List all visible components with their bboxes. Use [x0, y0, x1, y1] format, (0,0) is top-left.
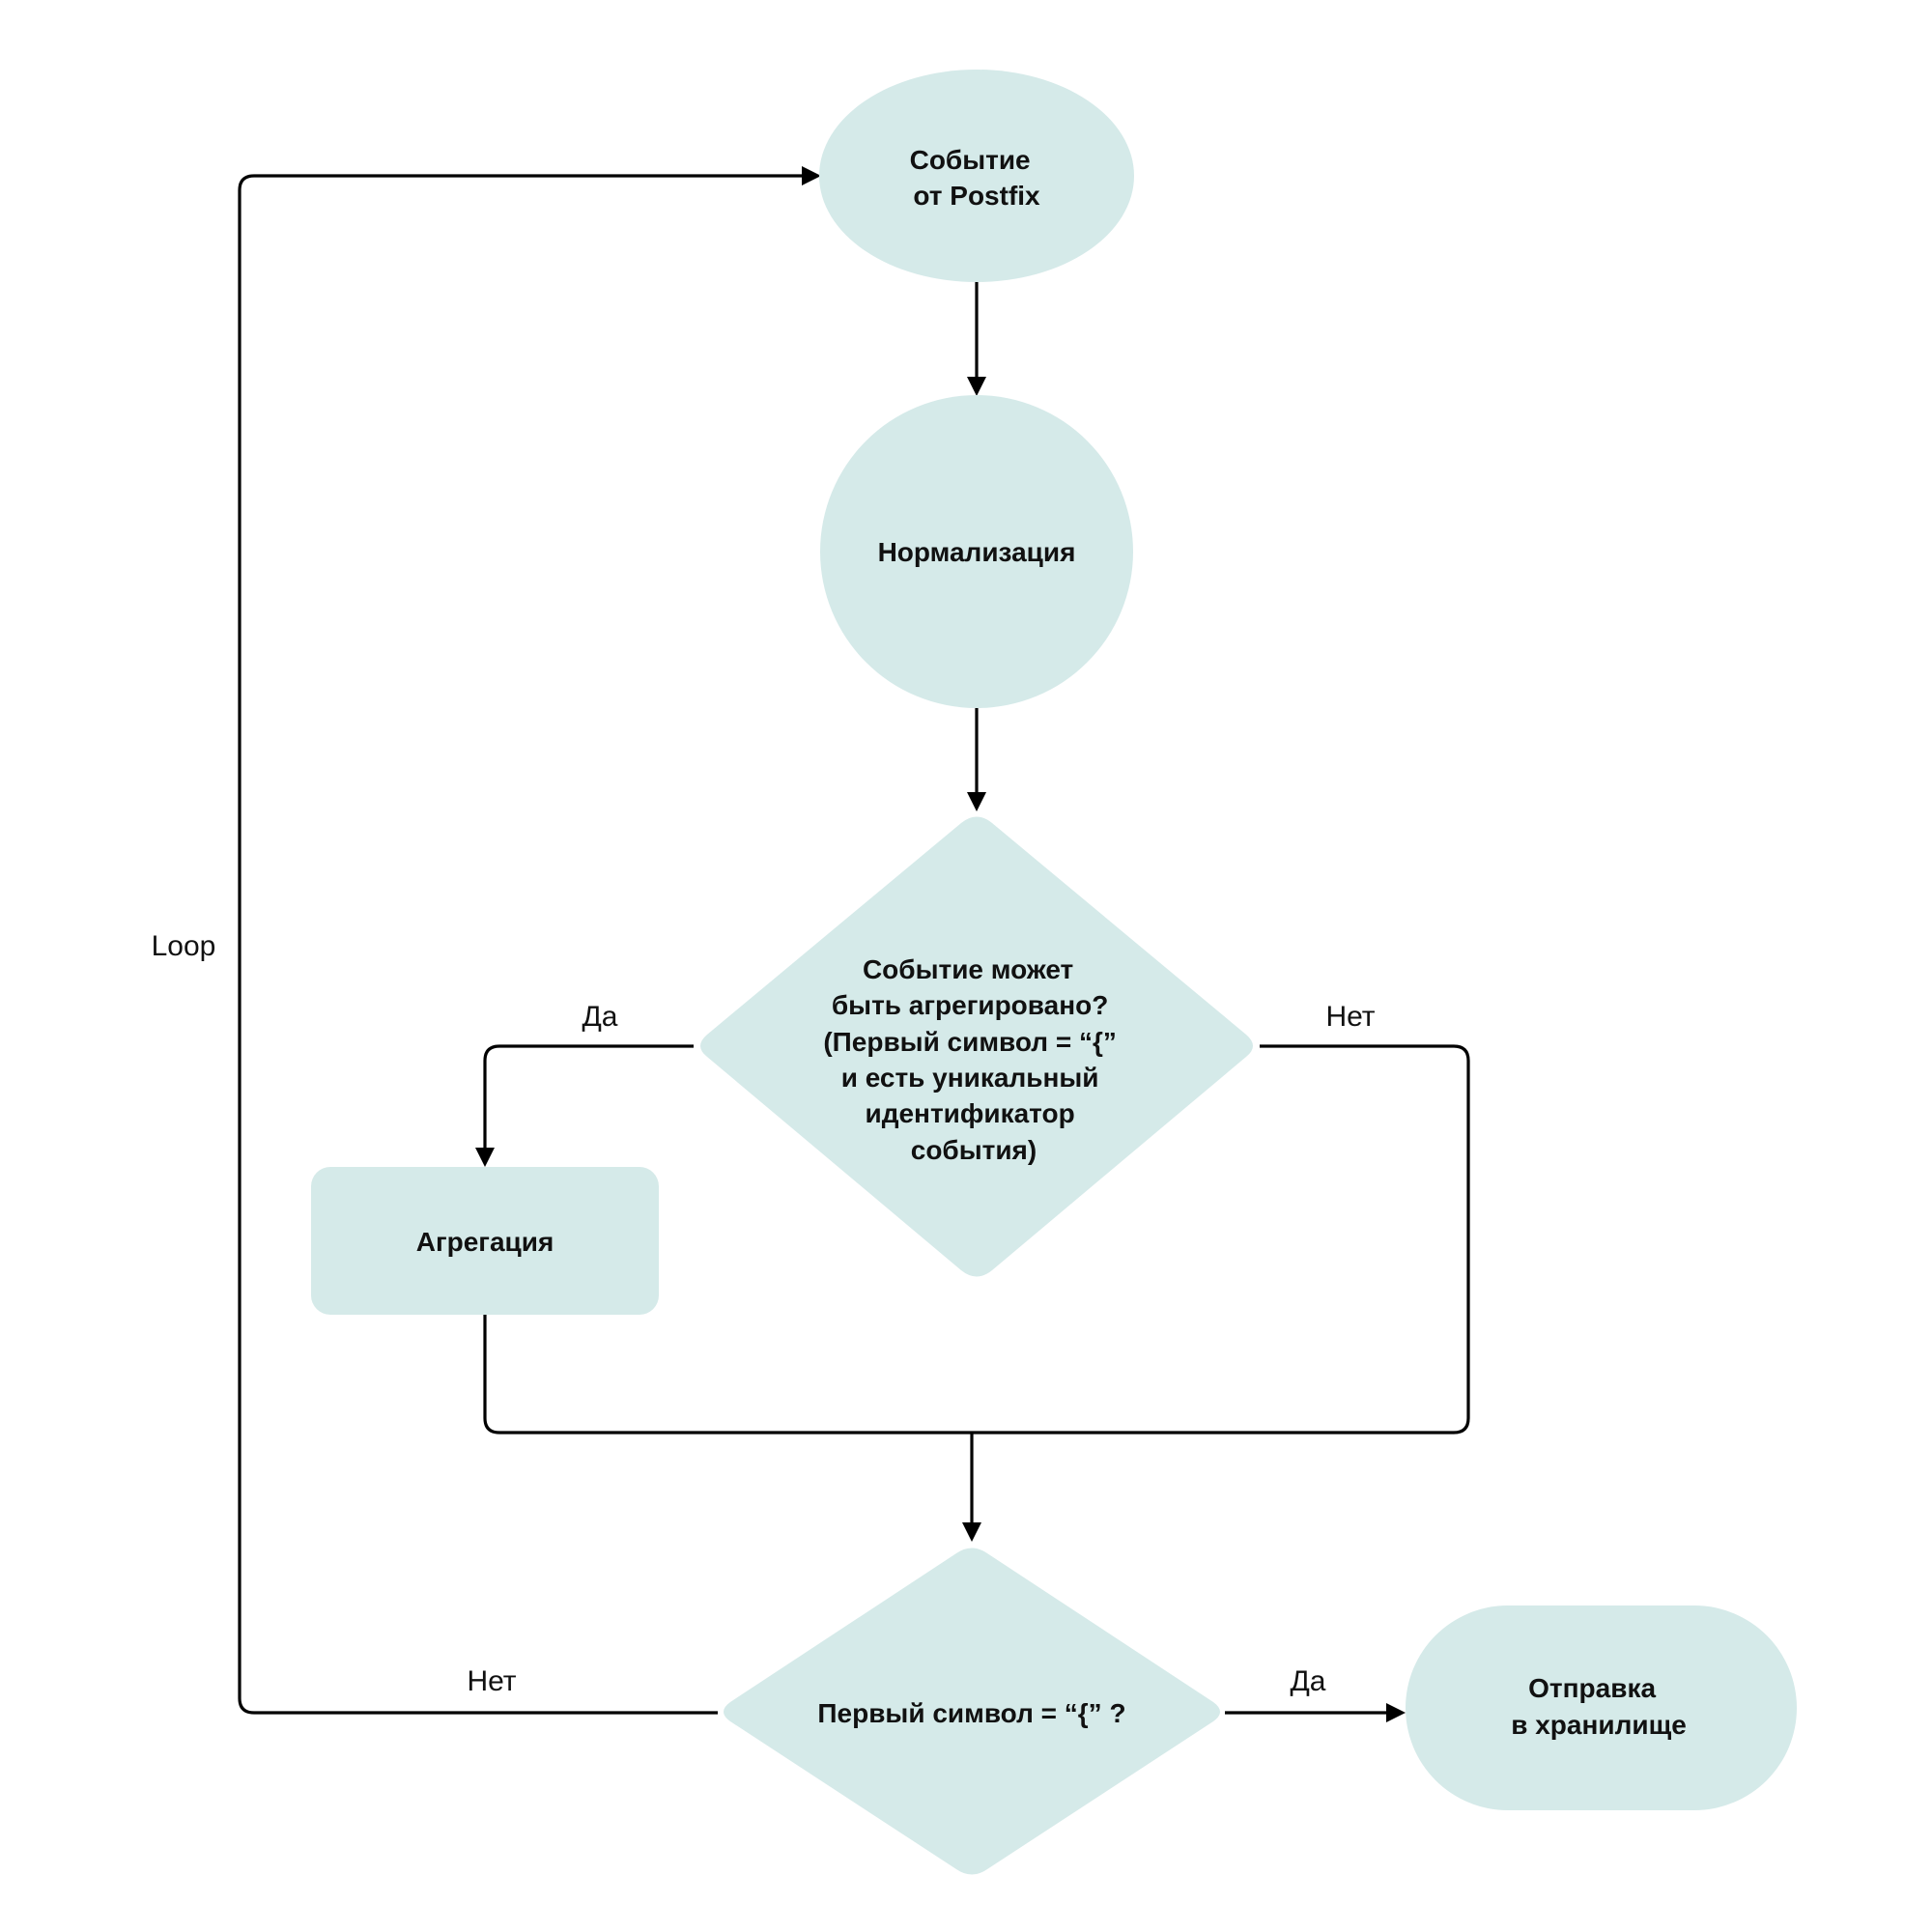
normalization-node — [820, 395, 1133, 708]
edge-decision-yes-to-aggregation — [483, 1044, 694, 1148]
loop-edge — [238, 174, 802, 1715]
edge-source-to-normalization-arrowhead — [967, 377, 986, 396]
node-labels: Событие от Postfix Нормализация Событие … — [416, 145, 1687, 1740]
decision-aggregate-node — [700, 816, 1253, 1277]
aggregation-node — [311, 1167, 659, 1315]
first-char-yes-label: Да — [1290, 1665, 1325, 1697]
event-source-label: Событие от Postfix — [910, 145, 1040, 211]
edge-decision-yes-to-storage-arrowhead — [1386, 1703, 1406, 1722]
decision-first-char-node — [724, 1548, 1220, 1875]
loop-edge-arrowhead — [802, 166, 821, 185]
edge-merge-to-decision-first-char-arrowhead — [962, 1522, 981, 1542]
decision-aggregate-label: Событие может быть агрегировано? (Первый… — [823, 954, 1123, 1165]
decision-first-char-label: Первый символ = “{” ? — [817, 1698, 1125, 1728]
first-char-no-label: Нет — [467, 1665, 516, 1697]
edge-normalization-to-decision-arrowhead — [967, 792, 986, 811]
aggregate-yes-label: Да — [582, 1001, 617, 1033]
edge-aggregation-to-merge — [483, 1044, 1470, 1435]
send-storage-node — [1406, 1605, 1797, 1810]
loop-label: Loop — [152, 930, 216, 962]
aggregation-label: Агрегация — [416, 1227, 554, 1257]
edge-decision-yes-to-aggregation-arrowhead — [475, 1148, 495, 1167]
edges — [238, 166, 1470, 1722]
event-source-node — [819, 70, 1134, 282]
normalization-label: Нормализация — [878, 537, 1076, 567]
nodes — [311, 70, 1797, 1875]
aggregate-no-label: Нет — [1325, 1001, 1375, 1033]
send-storage-label: Отправка в хранилище — [1511, 1673, 1687, 1740]
edge-labels: Loop Да Нет Нет Да — [152, 930, 1376, 1697]
